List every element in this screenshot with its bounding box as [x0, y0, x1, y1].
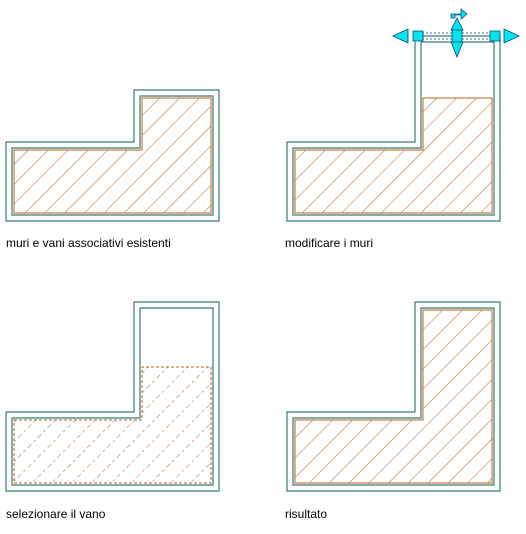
- space-hatch: [13, 97, 212, 214]
- arrow-grip-icon[interactable]: [392, 28, 409, 44]
- panel-result: [286, 301, 501, 492]
- square-grip-icon[interactable]: [412, 30, 424, 42]
- wall-inner: [11, 307, 214, 486]
- caption-modify: modificare i muri: [285, 236, 374, 250]
- panel-modify: [286, 8, 520, 222]
- arrow-grip-icon[interactable]: [503, 28, 520, 44]
- space-hatch-selected[interactable]: [13, 366, 212, 484]
- panel-existing: [5, 89, 220, 222]
- space-hatch: [294, 309, 493, 484]
- wall-outer: [5, 89, 220, 222]
- space-hatch: [294, 97, 493, 214]
- square-grip-icon[interactable]: [489, 30, 501, 42]
- caption-result: risultato: [285, 507, 328, 521]
- wall-inner: [292, 41, 495, 216]
- wall-inner: [292, 307, 495, 486]
- wall-outer: [5, 301, 220, 492]
- caption-select: selezionare il vano: [6, 507, 106, 521]
- wall-inner: [11, 95, 214, 216]
- move-grip-icon[interactable]: [450, 8, 468, 59]
- caption-existing: muri e vani associativi esistenti: [6, 236, 171, 250]
- panel-select: [5, 301, 220, 492]
- wall-outer: [286, 301, 501, 492]
